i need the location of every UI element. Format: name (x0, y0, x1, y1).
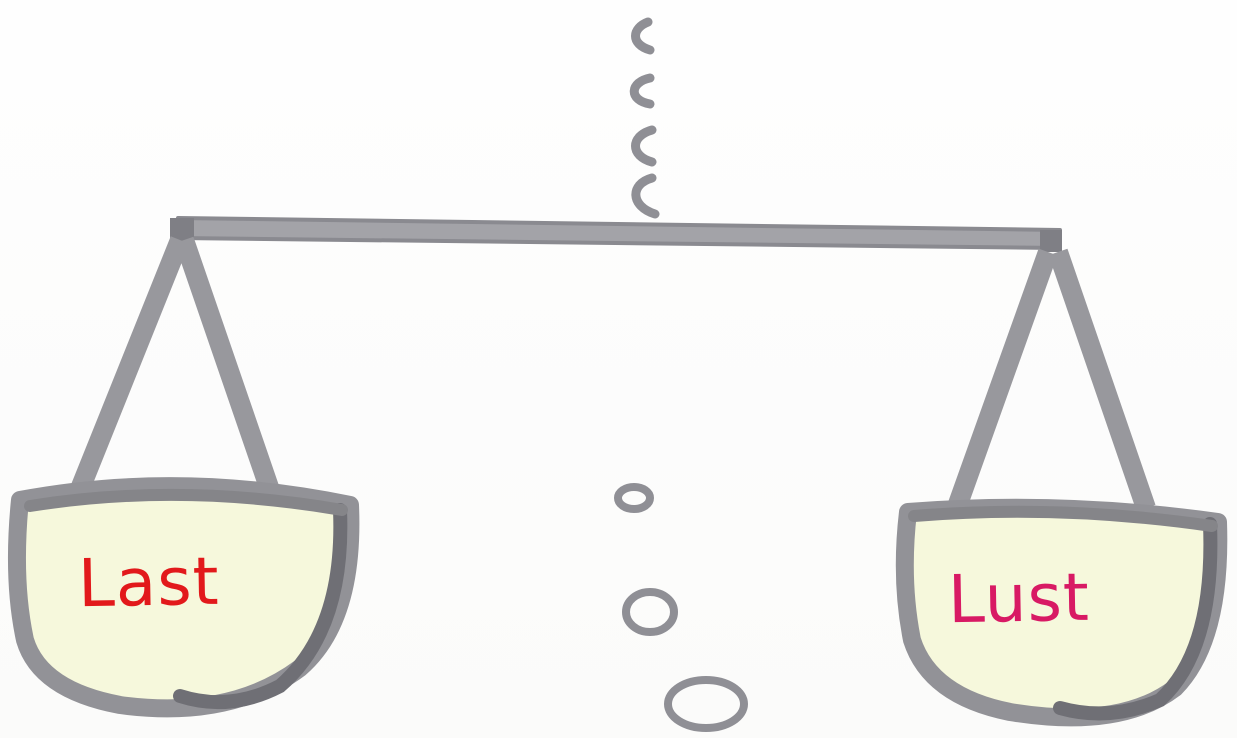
ring (626, 592, 674, 632)
chain-link (636, 22, 651, 50)
chain-link (636, 130, 653, 162)
right-pan-strings (958, 252, 1146, 508)
scale-beam (178, 218, 1060, 248)
loose-rings (618, 487, 744, 728)
beam-right-cap (1040, 230, 1062, 252)
hanging-chain (634, 22, 655, 214)
left-pan-strings (78, 240, 272, 496)
right-pan-label: Lust (947, 565, 1090, 633)
ring (618, 487, 650, 509)
ring (668, 680, 744, 728)
chain-link (636, 178, 655, 214)
chain-link (634, 78, 650, 104)
left-pan-label: Last (77, 549, 220, 617)
